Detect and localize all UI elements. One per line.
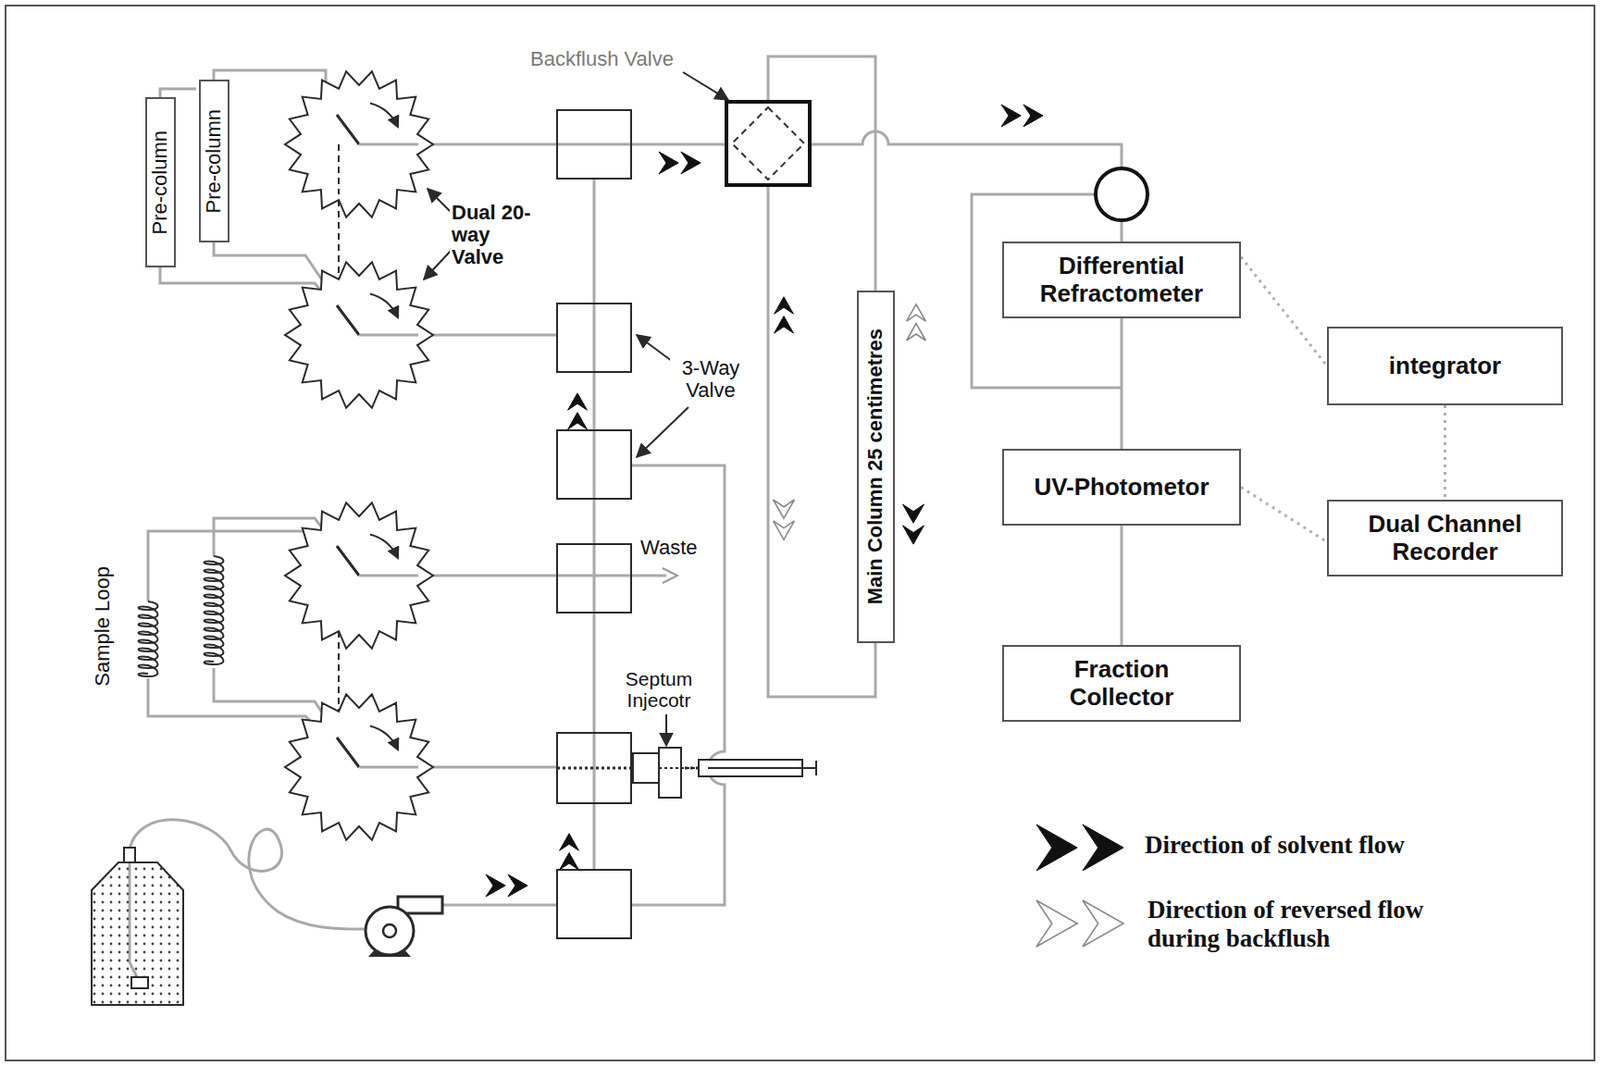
valve-port (359, 143, 419, 147)
solvent-pipe (359, 766, 558, 769)
part-label: Backflush Valve (528, 48, 676, 71)
flow-arrow (568, 393, 588, 430)
flow-line (1120, 318, 1124, 449)
instrument-box: integrator (1327, 326, 1563, 406)
node-text: Pre-column (148, 130, 173, 235)
rotation-arrow (370, 294, 398, 318)
flow-arrow (1001, 104, 1043, 127)
node-text: Fraction Collector (1045, 656, 1199, 710)
valve-port (359, 334, 419, 337)
node-text: Dual Channel Recorder (1352, 510, 1538, 565)
node-text: Pre-column (202, 109, 226, 213)
leader-line (423, 249, 452, 280)
three-way-valve (557, 869, 632, 939)
solvent-reservoir (91, 862, 184, 1005)
three-way-valve (557, 110, 632, 179)
solvent-pipe (359, 334, 558, 337)
rotary-valve (285, 502, 434, 649)
valve-link (337, 144, 340, 195)
node-text: integrator (1389, 352, 1501, 380)
inlet-filter (131, 977, 149, 989)
solvent-pipe (442, 904, 558, 907)
leader-line (682, 72, 729, 100)
part-label: Dual 20-way Valve (449, 201, 534, 270)
leader-line (636, 407, 689, 458)
node-text: UV-Photometor (1033, 473, 1209, 501)
signal-cable (1240, 487, 1328, 543)
solvent-pipe (593, 178, 596, 870)
signal-cable (1443, 405, 1447, 500)
valve-rotor (336, 114, 360, 145)
backflush-arrow-sample (1036, 900, 1124, 947)
part-label: Waste (638, 536, 700, 559)
solvent-pipe (1120, 220, 1124, 242)
rotary-valve (285, 71, 434, 218)
waste-arrow (662, 568, 678, 583)
instrument-box: Dual Channel Recorder (1327, 499, 1563, 577)
backflush-arrow (906, 304, 927, 341)
node-text: Differential Refractometer (1024, 252, 1219, 307)
solvent-pipe (809, 131, 1122, 169)
column-box: Pre-column (145, 97, 176, 268)
signal-cable (1240, 257, 1328, 367)
valve-port (359, 574, 419, 578)
rotary-valve (285, 261, 434, 409)
three-way-valve (557, 303, 632, 373)
rotary-valve (285, 694, 434, 841)
legend-sample (1032, 831, 1135, 869)
flow-arrow-sample (1036, 824, 1124, 871)
part-label: 3-Way Valve (669, 357, 752, 402)
flow-arrow (774, 297, 794, 334)
three-way-valve (557, 732, 632, 804)
syringe-plunger (707, 760, 817, 776)
backflush-rotor (731, 107, 805, 180)
flow-arrow (559, 833, 580, 870)
valve-port (359, 766, 419, 769)
backflush-valve (726, 101, 810, 186)
legend-sample (1032, 895, 1135, 933)
leader-line (427, 188, 450, 211)
column-box: Main Column 25 centimetres (856, 290, 895, 644)
rotation-arrow (370, 534, 398, 559)
flow-line (1120, 525, 1124, 645)
sample-loop-coil (204, 556, 224, 665)
flow-arrow (903, 504, 925, 545)
flow-arrow (658, 151, 701, 174)
valve-rotor (336, 305, 360, 335)
legend-text: Direction of reversed flow during backfl… (1147, 895, 1490, 954)
leader-line (665, 714, 668, 746)
column-box: Pre-column (198, 79, 230, 243)
legend-text: Direction of solvent flow (1144, 831, 1497, 860)
valve-rotor (336, 737, 360, 768)
loop-label: Sample Loop (89, 566, 116, 687)
instrument-box: UV-Photometor (1002, 448, 1241, 526)
reservoir-cap (124, 847, 136, 863)
node-text: Main Column 25 centimetres (864, 328, 888, 605)
sample-loop-coil (138, 601, 159, 677)
pump (365, 906, 414, 956)
solvent-pipe (359, 574, 667, 578)
instrument-box: Differential Refractometer (1002, 241, 1241, 319)
outer-frame (5, 5, 1595, 1061)
injector-body (632, 753, 659, 783)
valve-rotor (336, 545, 360, 576)
septum (658, 747, 682, 798)
three-way-valve (557, 544, 632, 613)
pump-hub (383, 924, 397, 938)
instrument-box: Fraction Collector (1002, 644, 1241, 722)
backflush-arrow (773, 499, 795, 540)
solvent-pipe (359, 143, 727, 147)
part-label: Septum Injecotr (610, 668, 707, 711)
rotation-arrow (370, 726, 398, 750)
three-way-valve (557, 430, 632, 499)
flow-arrow (485, 874, 528, 897)
solvent-pipe (160, 88, 197, 98)
syringe-needle (658, 767, 699, 769)
selector-valve (1095, 168, 1148, 221)
rotation-arrow (370, 103, 398, 127)
